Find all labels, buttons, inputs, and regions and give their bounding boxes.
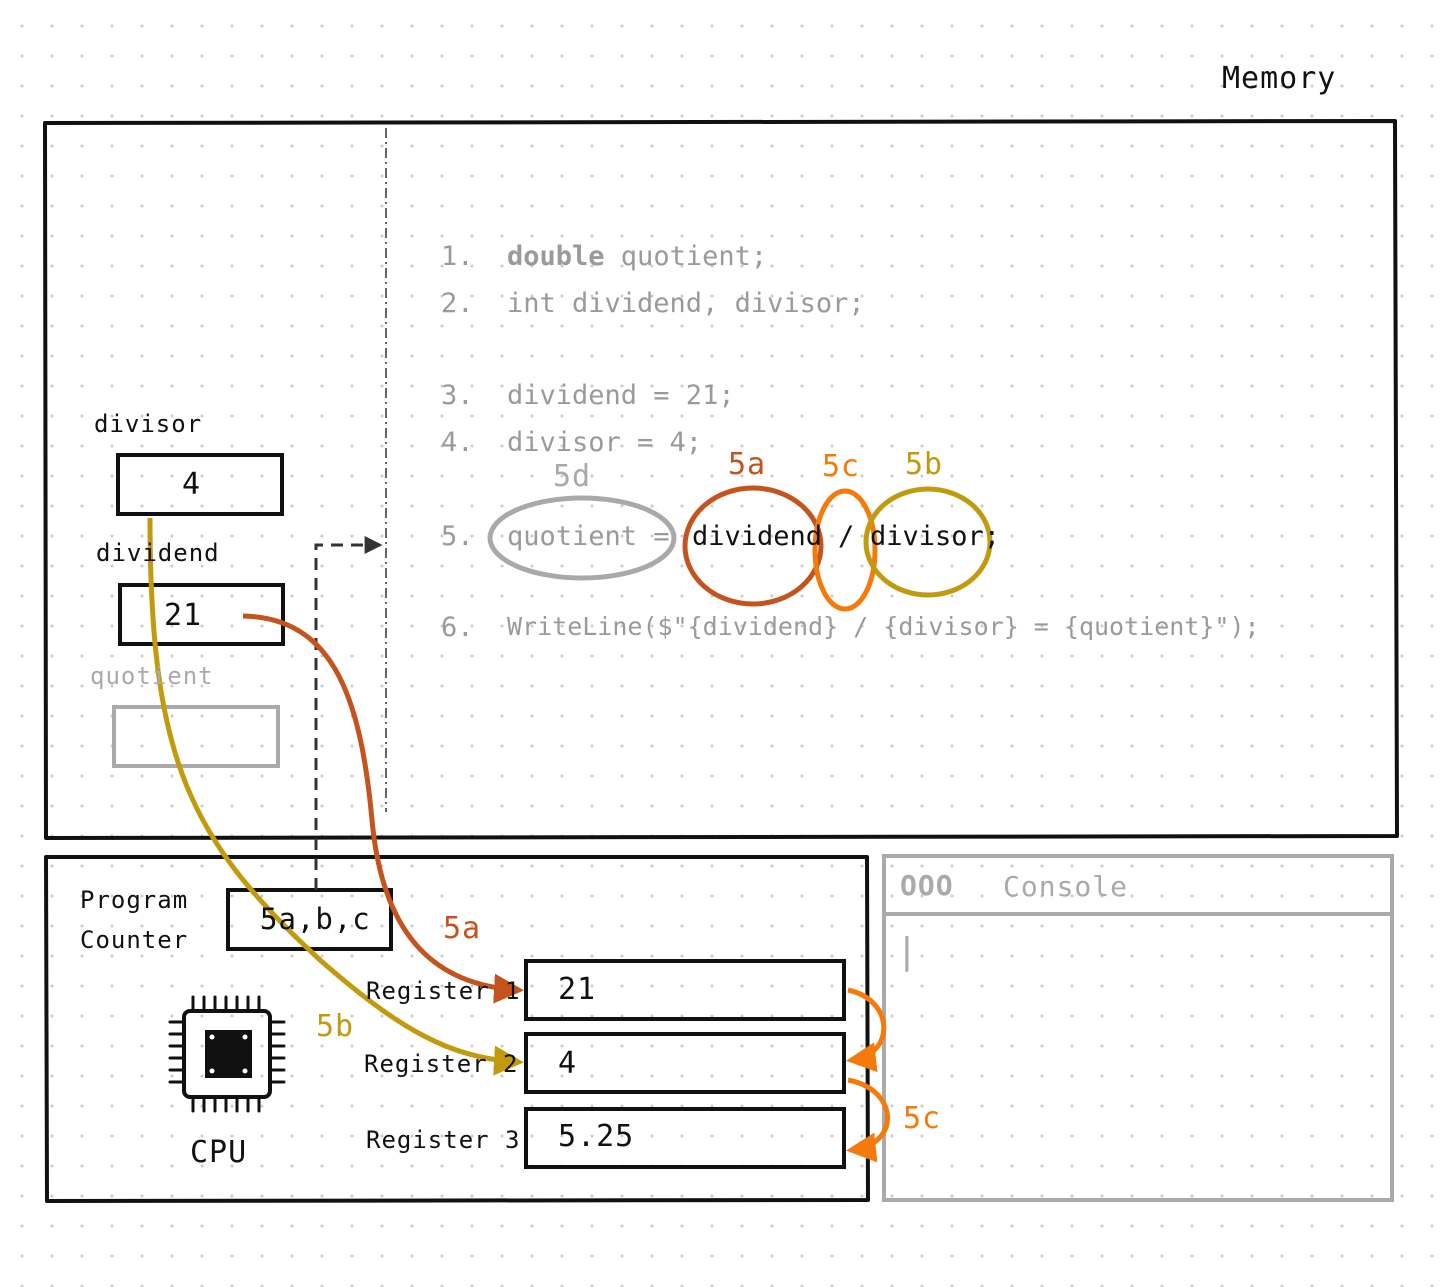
console-title: Console: [1003, 870, 1129, 903]
register-3-value: 5.25: [558, 1119, 635, 1154]
code-line-5-dividend: dividend: [692, 521, 823, 552]
arrow-5c-2: [846, 1077, 890, 1163]
console-window-dots: OOO: [900, 869, 954, 902]
dividend-box: [118, 583, 285, 646]
register-2-box: [524, 1032, 846, 1094]
memory-title: Memory: [1222, 61, 1337, 96]
code-line-5-operator: /: [838, 521, 855, 552]
divisor-box: [116, 453, 284, 516]
cpu-frame: [44, 855, 870, 1203]
line-number-1: 1.: [441, 241, 474, 272]
console-frame: [882, 854, 1394, 1202]
arrow-label-5c: 5c: [903, 1101, 942, 1136]
annotation-5d: 5d: [553, 459, 592, 494]
code-line-1: double quotient;: [507, 243, 767, 270]
program-counter-label-1: Program: [80, 886, 189, 914]
arrow-5c-1: [846, 987, 887, 1073]
register-2-value: 4: [558, 1046, 578, 1081]
arrow-5b: [147, 517, 524, 1076]
annotation-5a: 5a: [728, 447, 767, 482]
code-line-5-divisor: divisor;: [870, 521, 1001, 552]
memory-frame: [43, 119, 1399, 840]
code-line-3: dividend = 21;: [507, 380, 735, 411]
quotient-label: quotient: [90, 662, 214, 690]
cpu-chip-icon: [168, 995, 286, 1113]
dividend-circle-5a: [682, 485, 824, 607]
register-3-label: Register 3: [366, 1126, 521, 1154]
console-cursor: |: [896, 931, 919, 972]
code-line-2: int dividend, divisor;: [507, 288, 865, 319]
line-number-3: 3.: [441, 380, 474, 411]
program-counter-label-2: Counter: [80, 926, 189, 954]
register-1-box: [524, 959, 846, 1021]
register-1-label: Register 1: [366, 977, 521, 1005]
line-number-4: 4.: [441, 427, 474, 458]
code-line-6: WriteLine($"{dividend} / {divisor} = {qu…: [507, 612, 1260, 641]
code-keyword-double: double: [507, 241, 605, 272]
register-1-value: 21: [558, 972, 597, 1007]
arrow-label-5a: 5a: [443, 911, 482, 946]
dividend-label: dividend: [96, 539, 220, 567]
operator-circle-5c: [812, 488, 878, 612]
arrow-5a: [242, 613, 524, 1004]
divisor-label: divisor: [94, 410, 203, 438]
divisor-circle-5b: [863, 486, 993, 598]
quotient-box: [112, 705, 280, 768]
cpu-label: CPU: [190, 1135, 248, 1170]
register-3-box: [524, 1107, 846, 1169]
code-line-4: divisor = 4;: [507, 427, 703, 458]
code-line-1-rest: quotient;: [604, 241, 768, 272]
dividend-value: 21: [164, 598, 203, 633]
program-counter-value: 5a,b,c: [260, 902, 371, 936]
line-number-6: 6.: [441, 612, 474, 643]
register-2-label: Register 2: [364, 1050, 519, 1078]
annotation-5c: 5c: [822, 449, 861, 484]
arrow-label-5b: 5b: [316, 1009, 355, 1044]
line-number-2: 2.: [441, 288, 474, 319]
annotation-5b: 5b: [905, 447, 944, 482]
code-line-5-faded: quotient =: [507, 521, 670, 552]
program-counter-pointer: [314, 536, 383, 890]
line-number-5: 5.: [441, 521, 474, 552]
divisor-value: 4: [182, 467, 202, 502]
quotient-circle-5d: [487, 495, 677, 581]
